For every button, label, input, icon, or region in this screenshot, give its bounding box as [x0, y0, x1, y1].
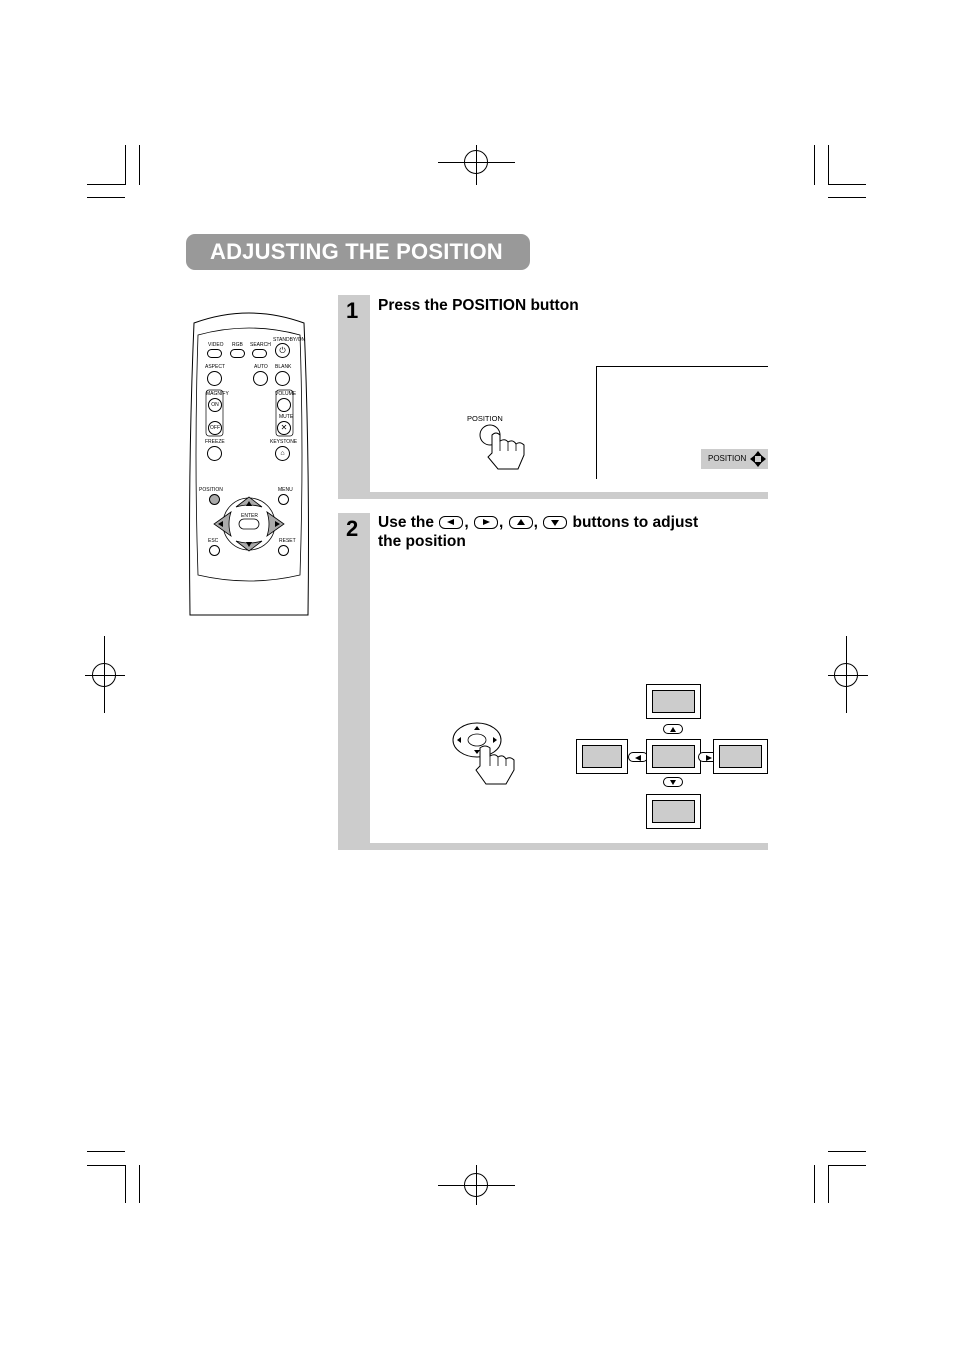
aspect-button[interactable] — [207, 371, 222, 386]
step-1-heading: Press the POSITION button — [378, 297, 579, 314]
separator-1: , — [464, 514, 469, 531]
left-arrow-icon — [439, 516, 464, 530]
esc-button[interactable] — [209, 545, 220, 556]
screen-center — [646, 739, 701, 774]
step-1-number: 1 — [346, 298, 359, 323]
down-button-icon — [663, 777, 683, 787]
magnify-off-label: OFF — [210, 425, 220, 431]
position-button-label: POSITION — [467, 414, 503, 423]
left-button-icon — [628, 752, 648, 762]
freeze-label: FREEZE — [205, 439, 225, 445]
step-2-heading: Use the , , , buttons to adjust the posi… — [378, 513, 768, 551]
video-label: VIDEO — [208, 342, 224, 348]
up-button-icon — [663, 724, 683, 734]
keystone-icon[interactable]: ⌂ — [275, 446, 290, 461]
power-icon[interactable]: ⏻ — [275, 343, 290, 358]
magnify-on-label: ON — [211, 402, 219, 408]
rgb-label: RGB — [232, 342, 243, 348]
projected-screen-frame — [596, 366, 768, 479]
separator-2: , — [498, 514, 504, 531]
enter-label: ENTER — [241, 513, 258, 519]
rgb-button[interactable] — [230, 349, 245, 358]
hand-pressing-position-icon — [478, 423, 530, 473]
step-2-heading-line2: the position — [378, 533, 466, 550]
section-title-bar: ADJUSTING THE POSITION — [186, 234, 530, 270]
remote-position-label: POSITION — [199, 487, 223, 493]
freeze-button[interactable] — [207, 446, 222, 461]
magnify-label: MAGNIFY — [206, 391, 229, 397]
mute-icon[interactable]: ✕ — [277, 421, 291, 435]
step-2-heading-suffix: buttons to adjust — [572, 514, 699, 531]
menu-label: MENU — [278, 487, 293, 493]
step-2-content — [370, 513, 768, 843]
volume-label: VOLUME — [275, 391, 297, 397]
step-2-heading-prefix: Use the — [378, 514, 434, 531]
screen-shifted-right — [713, 739, 768, 774]
volume-button[interactable] — [277, 398, 291, 412]
reset-button[interactable] — [278, 545, 289, 556]
remote-body — [189, 312, 309, 616]
blank-label: BLANK — [275, 364, 292, 370]
down-arrow-icon — [543, 516, 568, 530]
hand-pressing-dpad-icon — [450, 720, 520, 788]
step-2-number: 2 — [346, 516, 359, 541]
remote-position-button[interactable] — [209, 494, 220, 505]
auto-label: AUTO — [254, 364, 268, 370]
screen-shifted-down — [646, 794, 701, 829]
auto-button[interactable] — [253, 371, 268, 386]
up-arrow-icon — [508, 516, 533, 530]
remote-control-illustration: STANDBY/ON VIDEO RGB SEARCH ⏻ ASPECT AUT… — [186, 305, 312, 617]
mute-label: MUTE — [279, 414, 294, 420]
screen-shifted-up — [646, 684, 701, 719]
position-osd-indicator: POSITION — [701, 449, 768, 469]
standby-label: STANDBY/ON — [273, 337, 306, 343]
osd-position-label: POSITION — [708, 454, 747, 463]
video-button[interactable] — [207, 349, 222, 358]
esc-label: ESC — [208, 538, 219, 544]
four-way-arrow-icon — [750, 451, 766, 467]
page-title: ADJUSTING THE POSITION — [210, 239, 503, 264]
reset-label: RESET — [279, 538, 296, 544]
blank-button[interactable] — [275, 371, 290, 386]
menu-button[interactable] — [278, 494, 289, 505]
right-arrow-icon — [473, 516, 498, 530]
separator-3: , — [533, 514, 538, 531]
search-button[interactable] — [252, 349, 267, 358]
aspect-label: ASPECT — [205, 364, 226, 370]
screen-shifted-left — [576, 739, 628, 774]
magnify-off-button[interactable]: OFF — [208, 421, 222, 435]
magnify-on-button[interactable]: ON — [208, 398, 222, 412]
keystone-label: KEYSTONE — [270, 439, 298, 445]
search-label: SEARCH — [250, 342, 271, 348]
